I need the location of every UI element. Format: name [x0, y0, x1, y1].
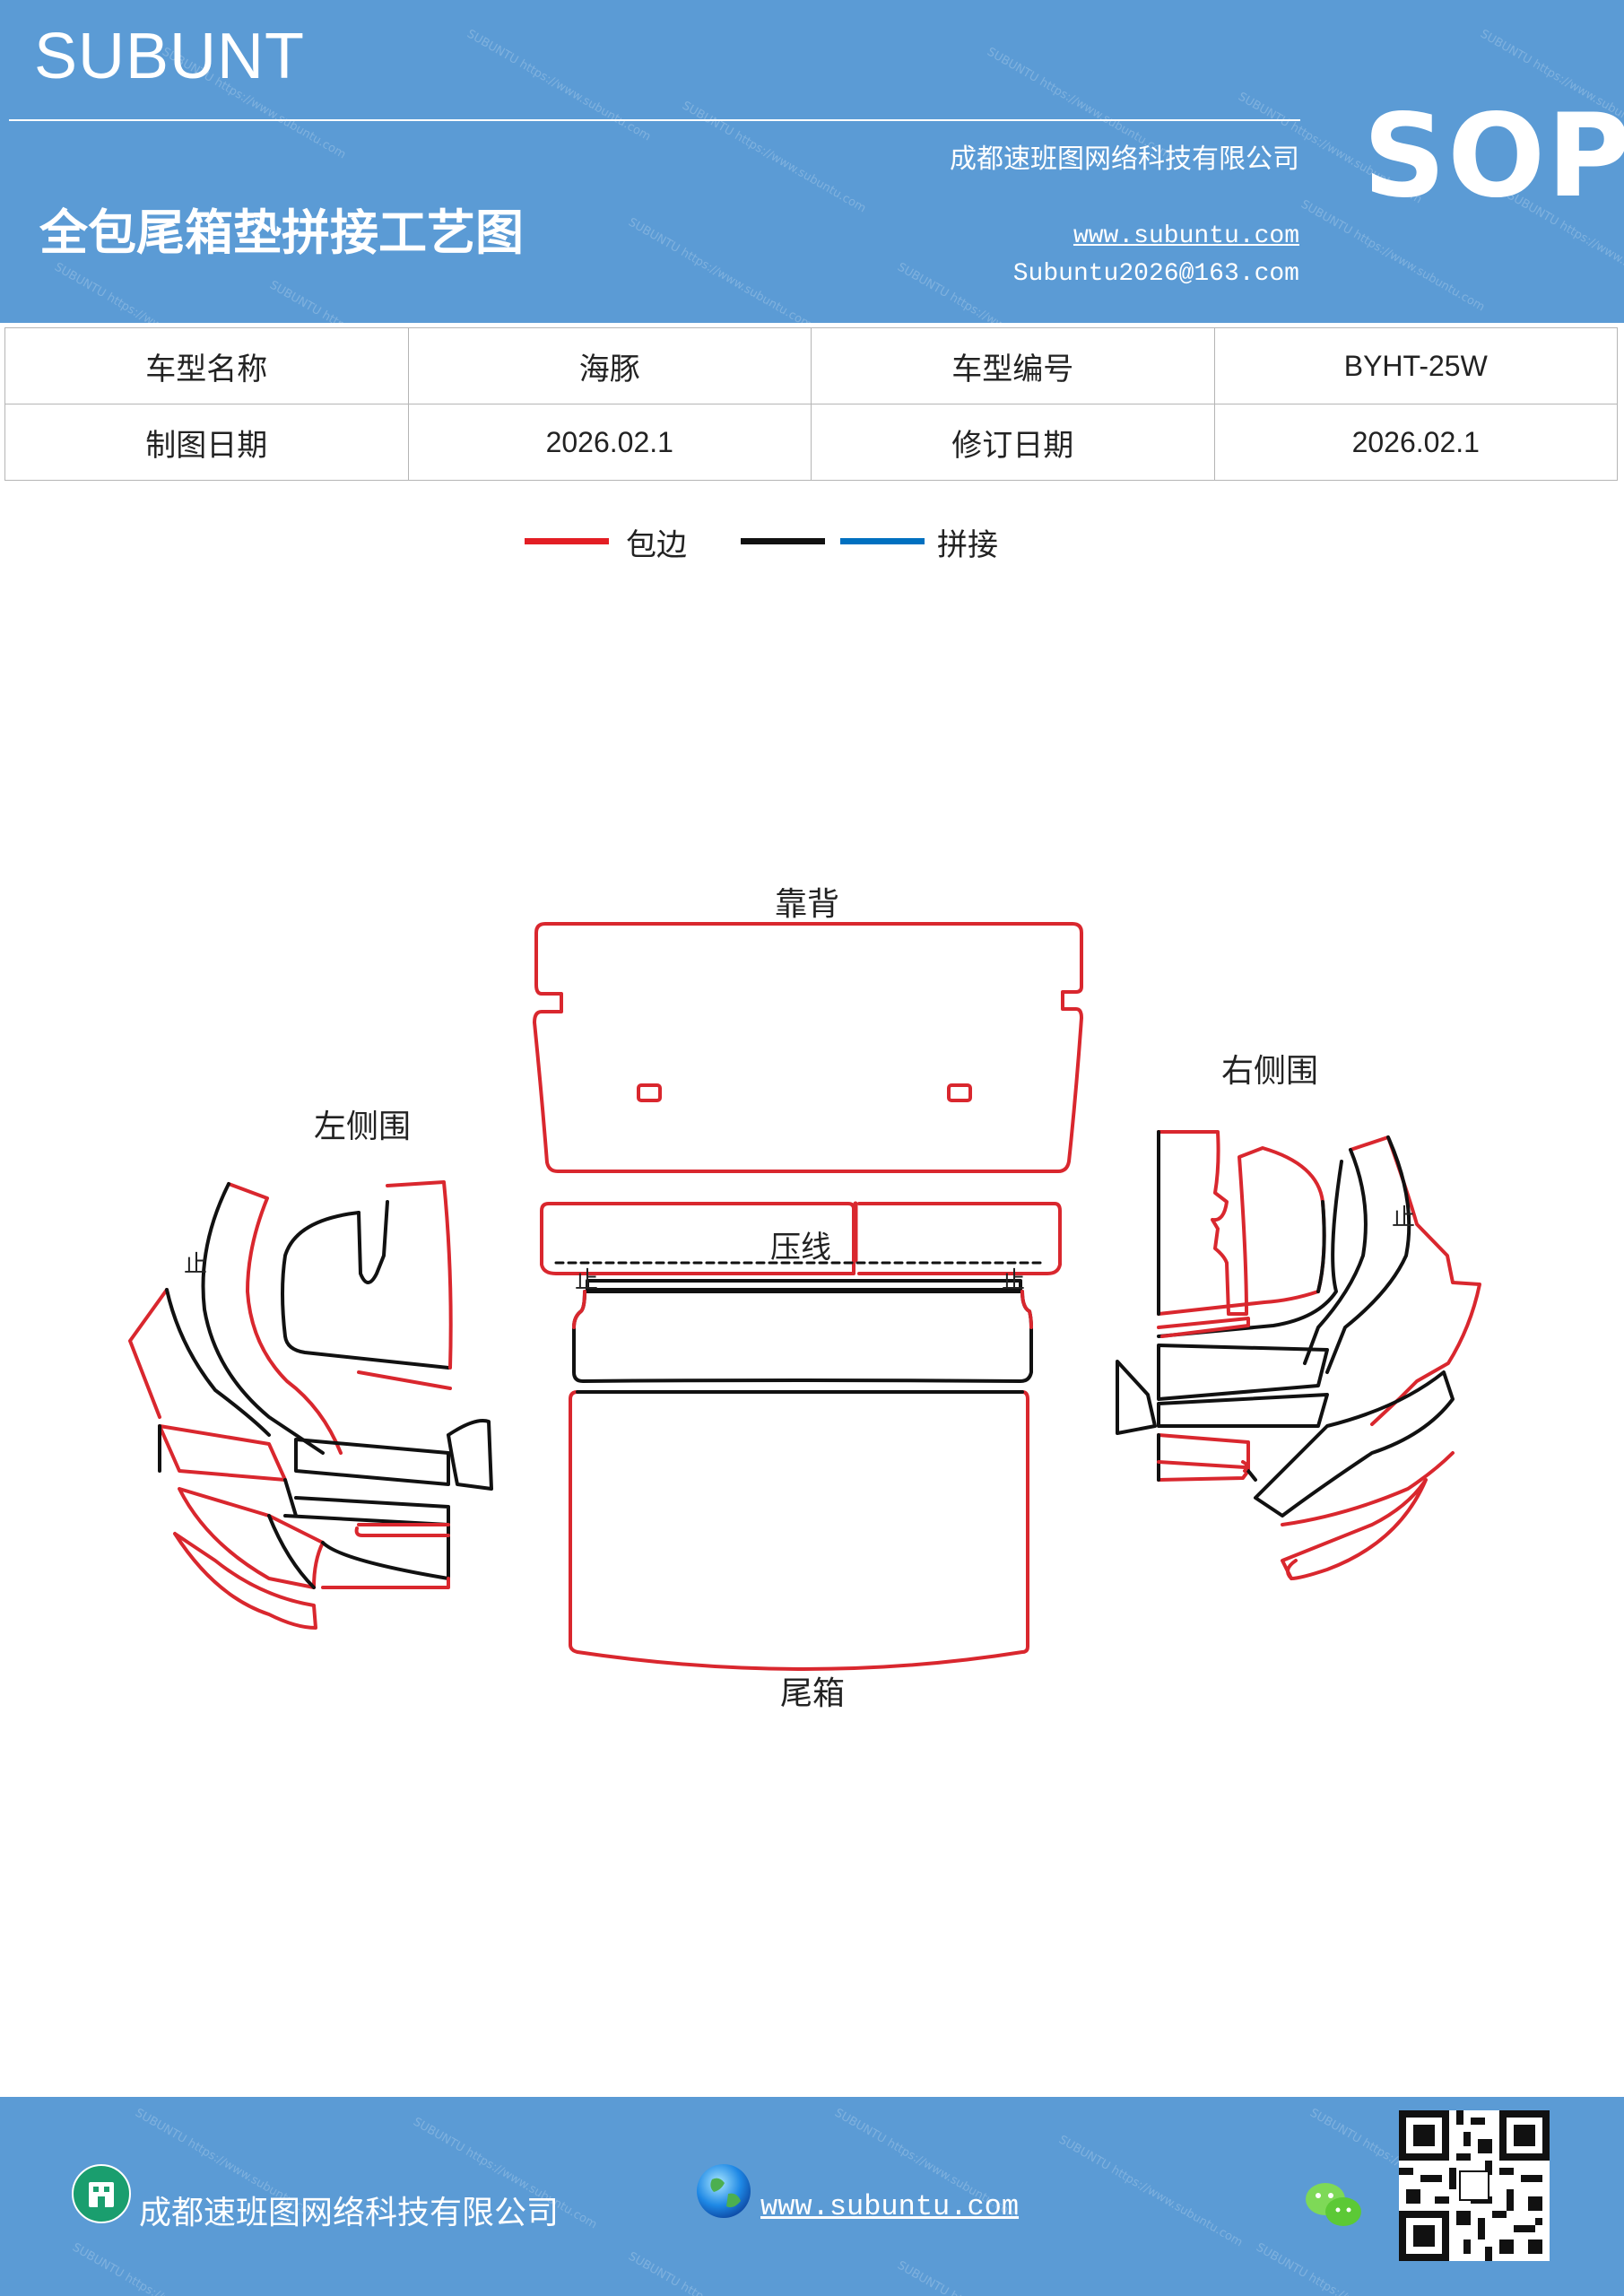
trunk-main-panel — [569, 1390, 1029, 1671]
legend-seam-swatch-black — [741, 538, 825, 544]
table-row: 车型名称 海豚 车型编号 BYHT-25W — [4, 327, 1618, 404]
label-stop-mid-left: 止 — [575, 1267, 598, 1294]
svg-text:SUBUNTU https://www.subuntu.co: SUBUNTU https://www.subuntu.com — [267, 278, 456, 323]
svg-text:SUBUNTU https://www.subuntu.co: SUBUNTU https://www.subuntu.com — [895, 2258, 1083, 2296]
vehicle-name-value: 海豚 — [407, 327, 812, 404]
label-left-side: 左侧围 — [314, 1109, 411, 1145]
legend-edge-label: 包边 — [626, 527, 687, 563]
svg-text:SUBUNTU https://www.subuntu.co: SUBUNTU https://www.subuntu.com — [626, 2249, 814, 2296]
revision-date-value: 2026.02.1 — [1213, 404, 1618, 481]
trunk-upper-panel — [586, 1279, 1022, 1292]
label-right-side: 右侧围 — [1221, 1053, 1318, 1090]
building-icon — [72, 2164, 131, 2223]
qr-code[interactable] — [1399, 2110, 1550, 2261]
drawing-date-value: 2026.02.1 — [407, 404, 812, 481]
label-backrest: 靠背 — [775, 886, 839, 923]
header-divider — [9, 119, 1300, 121]
svg-text:SUBUNTU https://www.subuntu.co: SUBUNTU https://www.subuntu.com — [1056, 2133, 1245, 2249]
left-side-panels — [128, 1180, 493, 1630]
right-side-panels — [1116, 1130, 1481, 1580]
email-address[interactable]: Subuntu2026@163.com — [1012, 260, 1299, 288]
vehicle-name-label: 车型名称 — [4, 327, 409, 404]
legend-seam-label: 拼接 — [937, 527, 998, 563]
globe-icon — [697, 2164, 751, 2218]
table-row: 制图日期 2026.02.1 修订日期 2026.02.1 — [4, 404, 1618, 481]
footer-website-link[interactable]: www.subuntu.com — [760, 2190, 1020, 2223]
legend-edge-swatch — [525, 538, 609, 544]
backrest-slot-right — [947, 1083, 972, 1102]
label-stop-right: 止 — [1392, 1205, 1415, 1231]
revision-date-label: 修订日期 — [811, 404, 1215, 481]
website-link[interactable]: www.subuntu.com — [1073, 222, 1299, 250]
backrest-panel — [533, 922, 1083, 1173]
vehicle-code-value: BYHT-25W — [1213, 327, 1618, 404]
middle-strip-right — [857, 1202, 1062, 1275]
svg-text:SUBUNTU https://www.subuntu.co: SUBUNTU https://www.subuntu.com — [465, 27, 653, 144]
vehicle-info-table: 车型名称 海豚 车型编号 BYHT-25W 制图日期 2026.02.1 修订日… — [4, 327, 1618, 481]
backrest-slot-left — [637, 1083, 662, 1102]
trunk-mat-diagram: 靠背 左侧围 右侧围 压线 尾箱 止 止 止 止 — [128, 886, 1481, 1712]
label-stop-left: 止 — [184, 1251, 207, 1278]
header-banner: SUBUNTU https://www.subuntu.com SUBUNTU … — [0, 0, 1624, 323]
company-name: 成都速班图网络科技有限公司 — [950, 144, 1299, 175]
trunk-upper-panel-body — [572, 1290, 1033, 1383]
svg-text:SUBUNTU https://www.subuntu.co: SUBUNTU https://www.subuntu.com — [680, 99, 868, 215]
label-press-line: 压线 — [770, 1230, 831, 1265]
label-stop-mid-right: 止 — [1002, 1267, 1025, 1294]
watermark-pattern: SUBUNTU https://www.subuntu.com SUBUNTU … — [52, 27, 1624, 323]
middle-strip-left — [540, 1202, 855, 1275]
brand-logo-text: SUBUNT — [34, 21, 306, 92]
svg-text:SUBUNTU https://www.subuntu.co: SUBUNTU https://www.subuntu.com — [70, 2240, 258, 2296]
footer-banner: SUBUNTU https://www.subuntu.com SUBUNTU … — [0, 2097, 1624, 2296]
page-title: 全包尾箱垫拼接工艺图 — [39, 204, 524, 261]
legend: 包边 拼接 — [0, 520, 1624, 574]
watermark-pattern: SUBUNTU https://www.subuntu.com SUBUNTU … — [70, 2106, 1496, 2296]
legend-seam-swatch-blue — [840, 538, 925, 544]
vehicle-code-label: 车型编号 — [811, 327, 1215, 404]
trunk-upper-panel-edge — [572, 1290, 1033, 1329]
label-trunk: 尾箱 — [780, 1675, 845, 1712]
drawing-date-label: 制图日期 — [4, 404, 409, 481]
wechat-icon[interactable] — [1302, 2178, 1365, 2231]
sop-badge: SOP — [1363, 90, 1624, 223]
footer-company-name: 成都速班图网络科技有限公司 — [139, 2195, 560, 2231]
svg-text:SUBUNTU https://www.subuntu.co: SUBUNTU https://www.subuntu.com — [626, 215, 814, 323]
svg-text:SUBUNTU https://www.subuntu.co: SUBUNTU https://www.subuntu.com — [52, 260, 240, 323]
